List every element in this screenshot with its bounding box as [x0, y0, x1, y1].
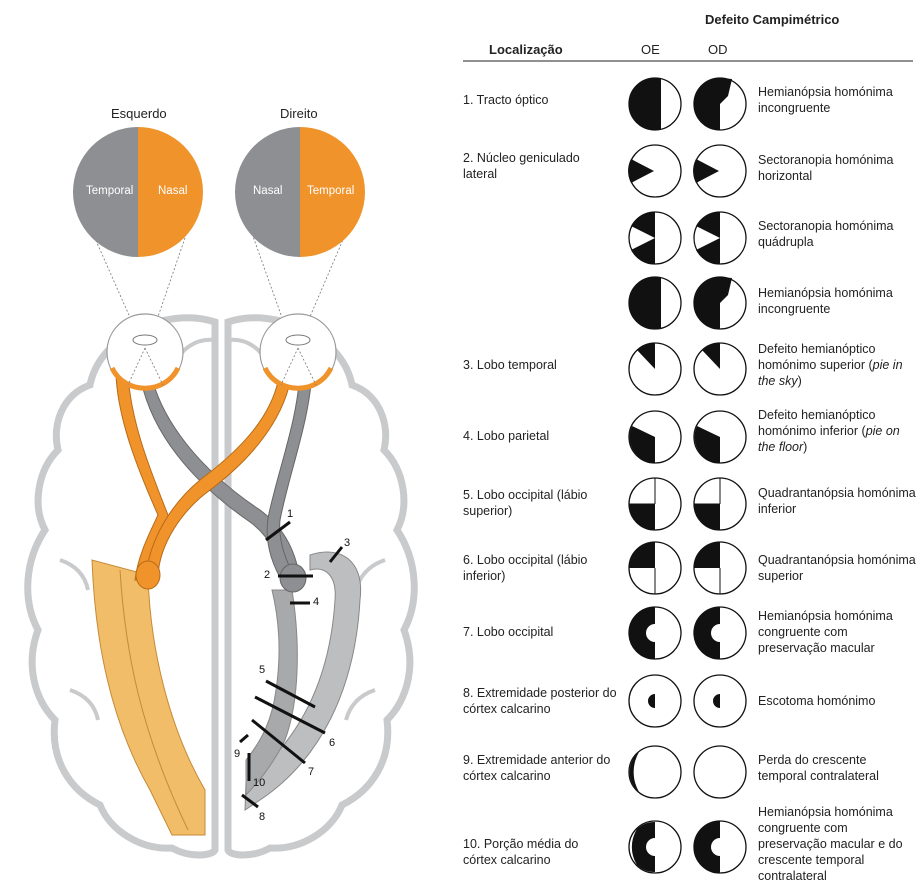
row-7-od-field [692, 605, 748, 661]
row-2b-od-field [692, 210, 748, 266]
column-header-od: OD [708, 42, 728, 57]
row-8-location: 8. Extremidade posterior do córtex calca… [463, 685, 623, 717]
lesion-number-2: 2 [264, 569, 270, 581]
row-1-description: Hemianópsia homónima incongruente [758, 84, 918, 116]
right-eye-label: Direito [280, 106, 318, 121]
row-6-location: 6. Lobo occipital (lábio inferior) [463, 552, 608, 584]
row-10-description: Hemianópsia homónima congruente com pres… [758, 804, 918, 884]
row-1-od-field [692, 76, 748, 132]
row-6-od-field [692, 540, 748, 596]
lesion-number-6: 6 [329, 737, 335, 749]
row-3-location: 3. Lobo temporal [463, 357, 628, 373]
row-6-description: Quadrantanópsia homónima superior [758, 552, 918, 584]
row-10-od-field [692, 819, 748, 875]
row-5-location: 5. Lobo occipital (lábio superior) [463, 487, 608, 519]
column-header-oe: OE [641, 42, 660, 57]
column-header-location: Localização [489, 42, 563, 57]
row-2c-oe-field [627, 275, 683, 331]
row-2c-description: Hemianópsia homónima incongruente [758, 285, 918, 317]
left-nasal-label: Nasal [158, 185, 187, 197]
lesion-number-10: 10 [253, 777, 265, 789]
row-8-description: Escotoma homónimo [758, 693, 918, 709]
row-2-location: 2. Núcleo geniculado lateral [463, 150, 608, 182]
row-7-description: Hemianópsia homónima congruente com pres… [758, 608, 918, 656]
row-2-od-field [692, 143, 748, 199]
row-4-oe-field [627, 409, 683, 465]
left-lgn [136, 561, 160, 589]
row-2-oe-field [627, 143, 683, 199]
row-8-od-field [692, 673, 748, 729]
lesion-number-3: 3 [344, 537, 350, 549]
row-4-description: Defeito hemianóptico homónimo inferior (… [758, 407, 918, 455]
right-temporal-label: Temporal [307, 185, 354, 197]
row-7-location: 7. Lobo occipital [463, 624, 628, 640]
row-3-od-field [692, 341, 748, 397]
row-5-description: Quadrantanópsia homónima inferior [758, 485, 918, 517]
row-9-location: 9. Extremidade anterior do córtex calcar… [463, 752, 623, 784]
row-9-description: Perda do crescente temporal contralatera… [758, 752, 918, 784]
row-6-oe-field [627, 540, 683, 596]
lesion-number-4: 4 [313, 596, 319, 608]
right-nasal-label: Nasal [253, 185, 282, 197]
left-eye-label: Esquerdo [111, 106, 167, 121]
row-3-description: Defeito hemianóptico homónimo superior (… [758, 341, 918, 389]
row-5-oe-field [627, 476, 683, 532]
row-2-description: Sectoranopia homónima horizontal [758, 152, 918, 184]
row-9-oe-field [627, 744, 683, 800]
lesion-number-5: 5 [259, 664, 265, 676]
row-4-od-field [692, 409, 748, 465]
row-4-location: 4. Lobo parietal [463, 428, 628, 444]
row-1-oe-field [627, 76, 683, 132]
right-lgn [280, 564, 306, 592]
row-5-od-field [692, 476, 748, 532]
left-eyeball [107, 314, 183, 390]
row-8-oe-field [627, 673, 683, 729]
row-7-oe-field [627, 605, 683, 661]
lesion-number-7: 7 [308, 766, 314, 778]
table-title: Defeito Campimétrico [705, 12, 839, 27]
header-rule [463, 60, 913, 62]
row-2c-od-field [692, 275, 748, 331]
right-eyeball [260, 314, 336, 390]
row-2b-oe-field [627, 210, 683, 266]
lesion-number-9: 9 [234, 748, 240, 760]
row-2b-description: Sectoranopia homónima quádrupla [758, 218, 918, 250]
row-10-location: 10. Porção média do córtex calcarino [463, 836, 603, 868]
visual-pathway-diagram [0, 0, 460, 892]
row-9-od-field [692, 744, 748, 800]
lesion-number-8: 8 [259, 811, 265, 823]
row-10-oe-field [627, 819, 683, 875]
row-1-location: 1. Tracto óptico [463, 92, 628, 108]
left-temporal-label: Temporal [86, 185, 133, 197]
row-3-oe-field [627, 341, 683, 397]
lesion-number-1: 1 [287, 508, 293, 520]
